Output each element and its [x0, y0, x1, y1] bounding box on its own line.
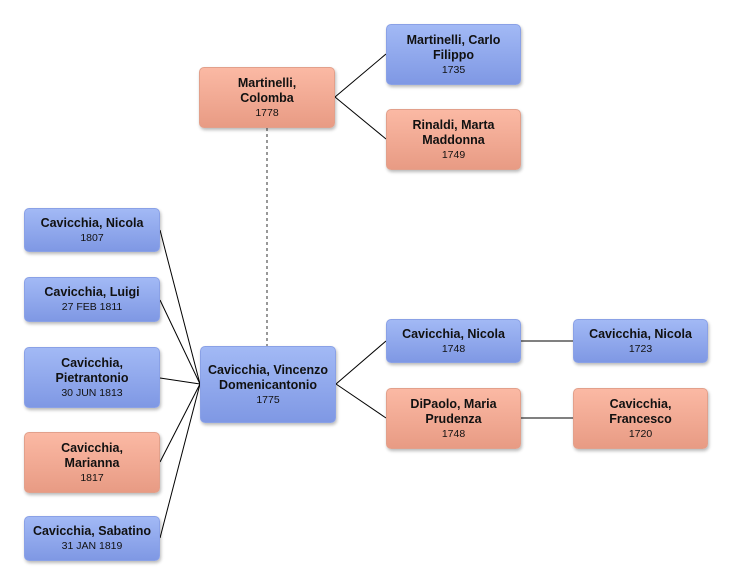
person-name: Cavicchia, Sabatino	[32, 524, 152, 538]
person-date: 27 FEB 1811	[61, 301, 123, 313]
person-date: 1748	[441, 342, 466, 355]
connector-spouse-mother	[334, 96, 387, 140]
person-box-spouse-mother[interactable]: Rinaldi, Marta Maddonna 1749	[386, 109, 521, 170]
connector-child-3	[159, 377, 201, 385]
connector-spouse-father	[334, 53, 387, 98]
person-box-mother[interactable]: DiPaolo, Maria Prudenza 1748	[386, 388, 521, 449]
connector-child-2	[159, 299, 201, 385]
person-date: 1778	[255, 106, 279, 119]
person-name: Cavicchia, Pietrantonio	[55, 355, 129, 385]
child-box-3[interactable]: Cavicchia, Pietrantonio 30 JUN 1813	[24, 347, 160, 408]
child-box-4[interactable]: Cavicchia, Marianna 1817	[24, 432, 160, 493]
person-date: 1748	[441, 427, 466, 440]
person-date: 1735	[441, 63, 466, 76]
connector-root-mother	[335, 383, 387, 419]
child-box-5[interactable]: Cavicchia, Sabatino 31 JAN 1819	[24, 516, 160, 561]
person-name: Cavicchia, Marianna	[61, 440, 123, 470]
child-box-1[interactable]: Cavicchia, Nicola 1807	[24, 208, 160, 252]
person-box-father[interactable]: Cavicchia, Nicola 1748	[386, 319, 521, 363]
person-box-root[interactable]: Cavicchia, Vincenzo Domenicantonio 1775	[200, 346, 336, 423]
person-name: Martinelli, Carlo Filippo	[406, 32, 501, 62]
person-name: Rinaldi, Marta Maddonna	[412, 117, 495, 147]
person-date: 30 JUN 1813	[61, 386, 123, 399]
person-name: Cavicchia, Vincenzo Domenicantonio	[208, 362, 328, 392]
connector-root-father	[335, 340, 387, 385]
person-box-spouse[interactable]: Martinelli, Colomba 1778	[199, 67, 335, 128]
child-box-2[interactable]: Cavicchia, Luigi 27 FEB 1811	[24, 277, 160, 322]
person-name: Cavicchia, Francesco	[609, 396, 672, 426]
person-date: 1749	[441, 148, 466, 161]
person-date: 1720	[628, 427, 653, 440]
person-date: 1817	[80, 471, 104, 484]
connector-child-4	[159, 383, 201, 463]
person-date: 31 JAN 1819	[61, 540, 123, 552]
person-date: 1807	[80, 231, 104, 244]
person-name: DiPaolo, Maria Prudenza	[410, 396, 497, 426]
person-box-maternal-grandfather[interactable]: Cavicchia, Francesco 1720	[573, 388, 708, 449]
person-name: Cavicchia, Nicola	[40, 215, 144, 230]
person-date: 1723	[628, 342, 653, 355]
person-name: Cavicchia, Luigi	[44, 285, 140, 299]
connector-child-5	[159, 383, 201, 539]
person-box-paternal-grandfather[interactable]: Cavicchia, Nicola 1723	[573, 319, 708, 363]
person-name: Martinelli, Colomba	[237, 75, 297, 105]
connector-child-1	[159, 229, 201, 385]
person-name: Cavicchia, Nicola	[589, 326, 692, 341]
person-box-spouse-father[interactable]: Martinelli, Carlo Filippo 1735	[386, 24, 521, 85]
person-date: 1775	[256, 393, 280, 406]
person-name: Cavicchia, Nicola	[402, 326, 505, 341]
